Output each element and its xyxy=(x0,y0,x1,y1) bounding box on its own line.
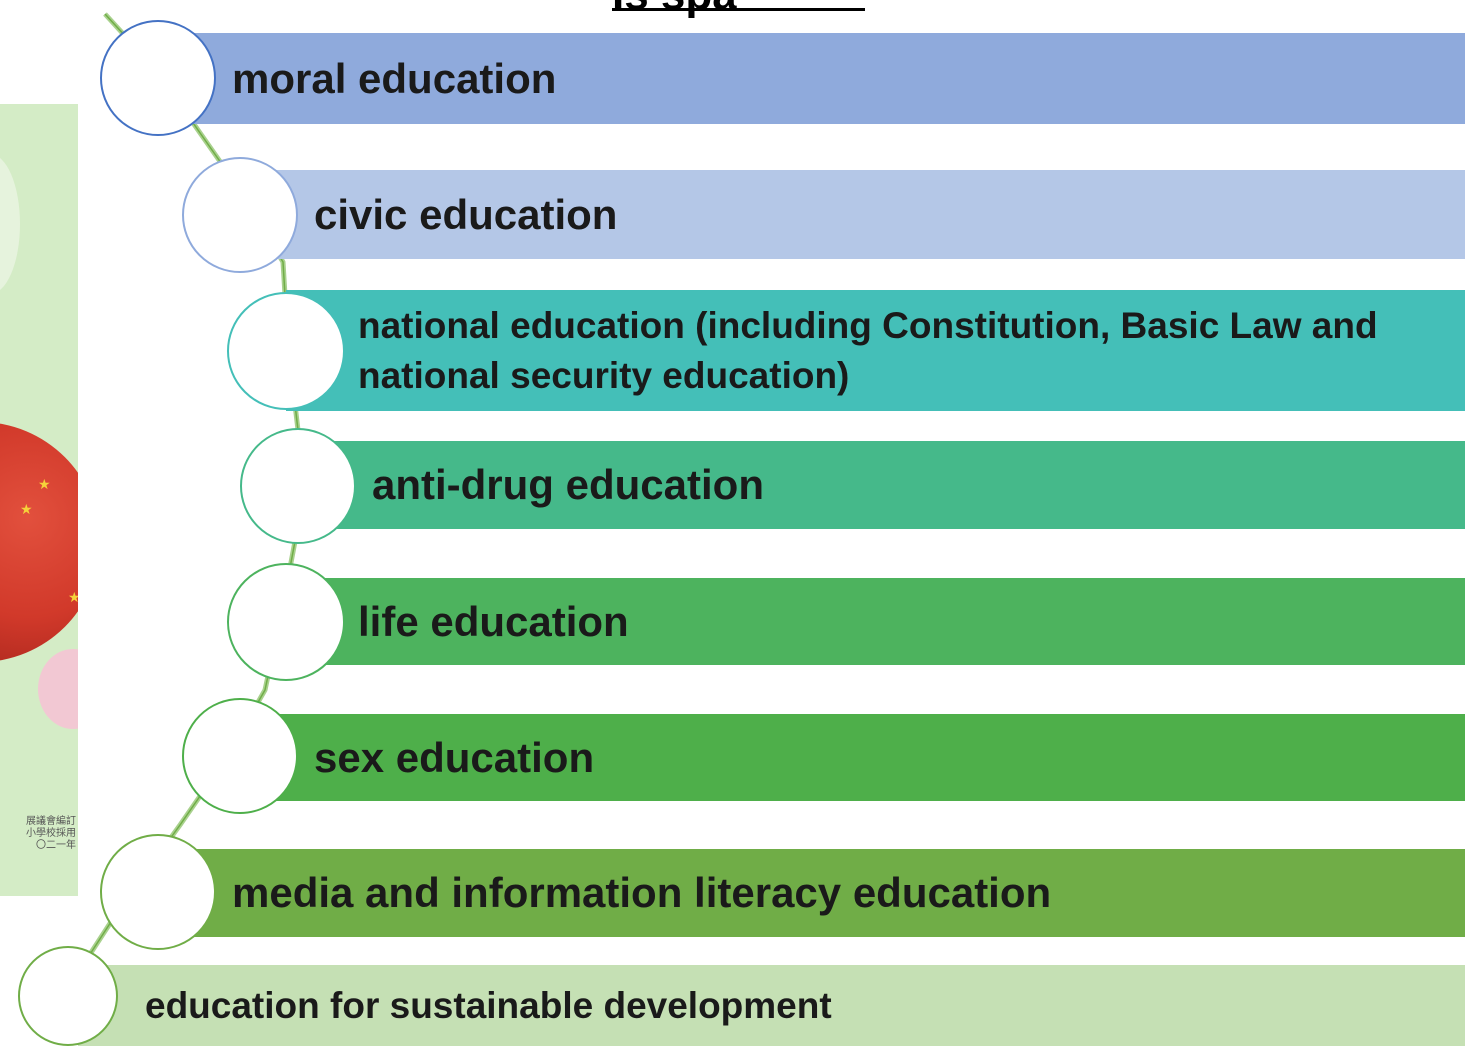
category-bar-civic: civic education xyxy=(240,170,1465,259)
category-label: moral education xyxy=(232,54,557,102)
category-label: education for sustainable development xyxy=(145,984,832,1026)
category-label: anti-drug education xyxy=(372,461,764,508)
cover-publisher-text: 展議會編訂 小學校採用 〇二一年 xyxy=(4,816,76,852)
category-label: media and information literacy education xyxy=(232,869,1052,916)
timeline-node xyxy=(182,157,298,273)
category-bar-moral: moral education xyxy=(158,33,1465,124)
title-underline xyxy=(612,8,865,11)
category-label: national education (including Constituti… xyxy=(358,304,1378,396)
category-bar-life: life education xyxy=(286,578,1465,665)
cover-decoration xyxy=(0,154,20,294)
flag-photo-circle: ★ ★ ★ xyxy=(0,422,78,662)
timeline-node xyxy=(182,698,298,814)
star-icon: ★ xyxy=(38,477,51,493)
timeline-node xyxy=(18,946,118,1046)
timeline-node xyxy=(227,563,345,681)
category-bar-national: national education (including Constituti… xyxy=(286,290,1465,411)
star-icon: ★ xyxy=(68,590,78,606)
cover-publisher-line: 小學校採用 xyxy=(26,828,76,839)
category-label: sex education xyxy=(314,733,595,781)
timeline-node xyxy=(240,428,356,544)
category-bar-media: media and information literacy education xyxy=(158,849,1465,937)
timeline-node xyxy=(227,292,345,410)
category-bar-sex: sex education xyxy=(240,714,1465,801)
category-bar-anti-drug: anti-drug education xyxy=(298,441,1465,529)
timeline-node xyxy=(100,20,216,136)
cover-publisher-line: 展議會編訂 xyxy=(26,816,76,827)
category-label: life education xyxy=(358,597,629,645)
curriculum-cover-image: ★ ★ ★ 展議會編訂 小學校採用 〇二一年 xyxy=(0,104,78,896)
category-bar-sustainable: education for sustainable development xyxy=(78,965,1465,1046)
cover-publisher-line: 〇二一年 xyxy=(36,840,76,851)
category-label: civic education xyxy=(314,190,618,238)
timeline-node xyxy=(100,834,216,950)
star-icon: ★ xyxy=(20,502,33,518)
